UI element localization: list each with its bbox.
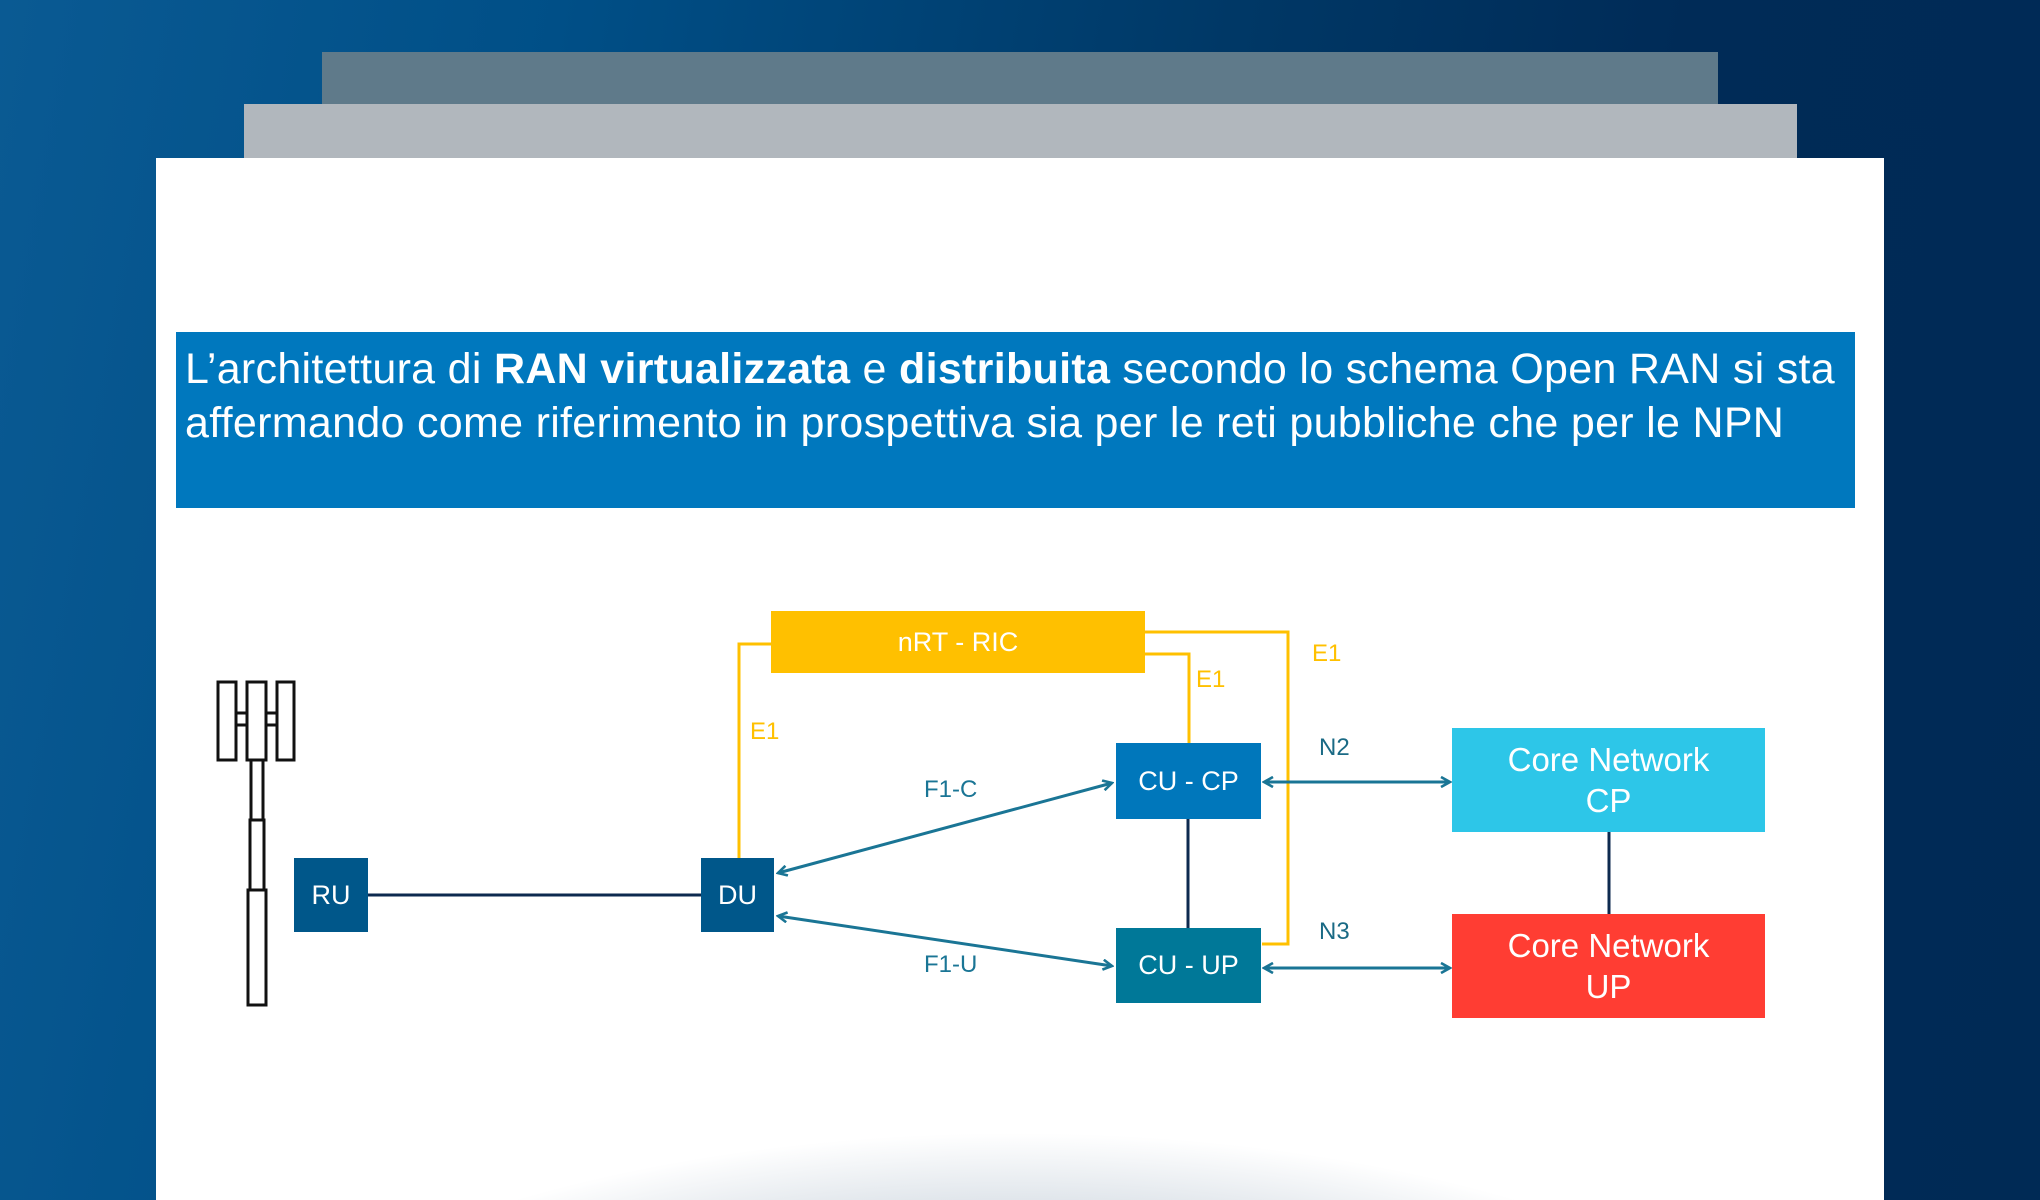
title-part: e bbox=[850, 345, 900, 393]
cucp-label: CU - CP bbox=[1138, 765, 1239, 796]
cuup-node[interactable]: CU - UP bbox=[1116, 928, 1261, 1003]
f1c-link bbox=[778, 783, 1112, 873]
ru-label: RU bbox=[311, 879, 351, 910]
bottom-glow bbox=[216, 1008, 1816, 1200]
e1-cuup-link bbox=[1145, 630, 1290, 946]
cucp-node[interactable]: CU - CP bbox=[1116, 743, 1261, 819]
core-cp-node[interactable]: Core Network CP bbox=[1452, 728, 1765, 832]
background-strip-light bbox=[244, 104, 1797, 158]
e1-cucp-link bbox=[1145, 652, 1191, 743]
n2-label: N2 bbox=[1319, 734, 1350, 761]
core-up-line2: UP bbox=[1585, 968, 1632, 1005]
diagram-connections bbox=[216, 630, 1611, 1007]
core-up-node[interactable]: Core Network UP bbox=[1452, 914, 1765, 1018]
ric-node[interactable]: nRT - RIC bbox=[771, 611, 1145, 673]
e1-du-link bbox=[737, 642, 771, 858]
du-label: DU bbox=[718, 879, 757, 910]
e1-cuup-label: E1 bbox=[1312, 640, 1342, 667]
ric-label: nRT - RIC bbox=[897, 626, 1019, 657]
title-part: L’architettura di bbox=[185, 345, 494, 393]
n3-label: N3 bbox=[1319, 918, 1350, 945]
du-node[interactable]: DU bbox=[701, 858, 774, 932]
f1u-link bbox=[778, 916, 1112, 966]
title-part-bold: distribuita bbox=[899, 345, 1111, 393]
f1c-label: F1-C bbox=[924, 776, 978, 803]
title-part: secondo lo schema Open RAN si sta afferm… bbox=[185, 345, 1835, 447]
f1u-label: F1-U bbox=[924, 951, 978, 978]
e1-du-label: E1 bbox=[750, 718, 780, 745]
cell-tower-icon bbox=[216, 680, 296, 1007]
core-cp-line1: Core Network bbox=[1507, 741, 1710, 778]
title-part-bold: RAN virtualizzata bbox=[493, 345, 851, 393]
core-up-line1: Core Network bbox=[1507, 927, 1710, 964]
background-strip-dark bbox=[322, 52, 1718, 104]
core-cp-line2: CP bbox=[1585, 782, 1632, 819]
slide-card: L’architettura di RAN virtualizzata e di… bbox=[156, 158, 1884, 1200]
slide-title: L’architettura di RAN virtualizzata e di… bbox=[176, 332, 1855, 508]
e1-cucp-label: E1 bbox=[1196, 666, 1226, 693]
ru-node[interactable]: RU bbox=[294, 858, 368, 932]
cuup-label: CU - UP bbox=[1138, 950, 1239, 980]
